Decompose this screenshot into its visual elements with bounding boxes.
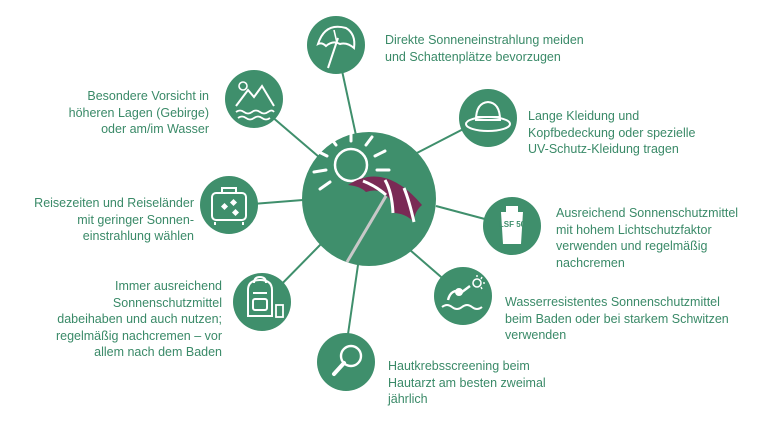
magnifier-icon: [317, 333, 375, 391]
tip-line: Hautarzt am besten zweimal: [388, 375, 546, 390]
tip-mountain-text: Besondere Vorsicht in höheren Lagen (Geb…: [69, 88, 209, 138]
tip-line: beim Baden oder bei starkem Schwitzen: [505, 311, 729, 326]
tip-line: verwenden: [505, 328, 567, 342]
connectors: [227, 65, 512, 349]
tip-line: Immer ausreichend: [115, 279, 222, 293]
sunscreen-lsf-icon: LSF 50: [483, 197, 541, 255]
sun-umbrella-icon: [302, 129, 436, 266]
tip-swimmer-text: Wasserresistentes Sonnenschutzmittel bei…: [505, 294, 729, 344]
tip-line: dabeihaben und auch nutzen;: [57, 312, 222, 326]
tip-line: verwenden und regelmäßig: [556, 239, 708, 253]
connector-magnifier: [345, 257, 360, 349]
tip-line: Besondere Vorsicht in: [87, 89, 209, 103]
tip-backpack-text: Immer ausreichend Sonnenschutzmittel dab…: [56, 278, 222, 361]
tip-line: oder am/im Wasser: [101, 122, 209, 136]
tip-line: Ausreichend Sonnenschutzmittel: [556, 206, 739, 220]
tip-suitcase-text: Reisezeiten und Reiseländer mit geringer…: [34, 195, 194, 245]
tip-line: einstrahlung wählen: [82, 229, 194, 243]
tip-line: UV-Schutz-Kleidung tragen: [528, 142, 679, 156]
tip-line: höheren Lagen (Gebirge): [68, 105, 209, 120]
tip-line: Reisezeiten und Reiseländer: [34, 196, 194, 210]
tip-line: nachcremen: [556, 255, 625, 270]
tip-line: regelmäßig nachcremen – vor: [55, 328, 222, 343]
tip-umbrella-text: Direkte Sonneneinstrahlung meiden und Sc…: [385, 32, 584, 65]
beach-umbrella-icon: [307, 16, 365, 74]
swimmer-icon: [434, 267, 492, 325]
tip-line: mit hohem Lichtschutzfaktor: [556, 222, 712, 237]
tip-line: Direkte Sonneneinstrahlung meiden: [385, 33, 584, 47]
hat-icon: [459, 89, 517, 147]
tip-line: Wasserresistentes Sonnenschutzmittel: [505, 295, 720, 309]
backpack-icon: [233, 273, 291, 331]
tip-line: mit geringer Sonnen-: [77, 212, 194, 227]
tip-line: Lange Kleidung und: [528, 109, 640, 123]
svg-text:LSF 50: LSF 50: [499, 220, 526, 229]
tip-lsf-text: Ausreichend Sonnenschutzmittel mit hohem…: [556, 205, 738, 271]
mountain-water-icon: [225, 70, 283, 128]
suitcase-icon: [200, 176, 258, 234]
tip-line: Sonnenschutzmittel: [112, 295, 222, 310]
tip-hat-text: Lange Kleidung und Kopfbedeckung oder sp…: [528, 108, 695, 158]
tip-line: jährlich: [388, 392, 428, 406]
tip-line: Kopfbedeckung oder spezielle: [528, 125, 696, 140]
connector-umbrella: [340, 65, 358, 141]
tip-magnifier-text: Hautkrebsscreening beim Hautarzt am best…: [388, 358, 546, 408]
tip-line: allem nach dem Baden: [94, 345, 222, 359]
tip-line: Hautkrebsscreening beim: [388, 359, 530, 373]
tip-line: und Schattenplätze bevorzugen: [385, 49, 561, 64]
